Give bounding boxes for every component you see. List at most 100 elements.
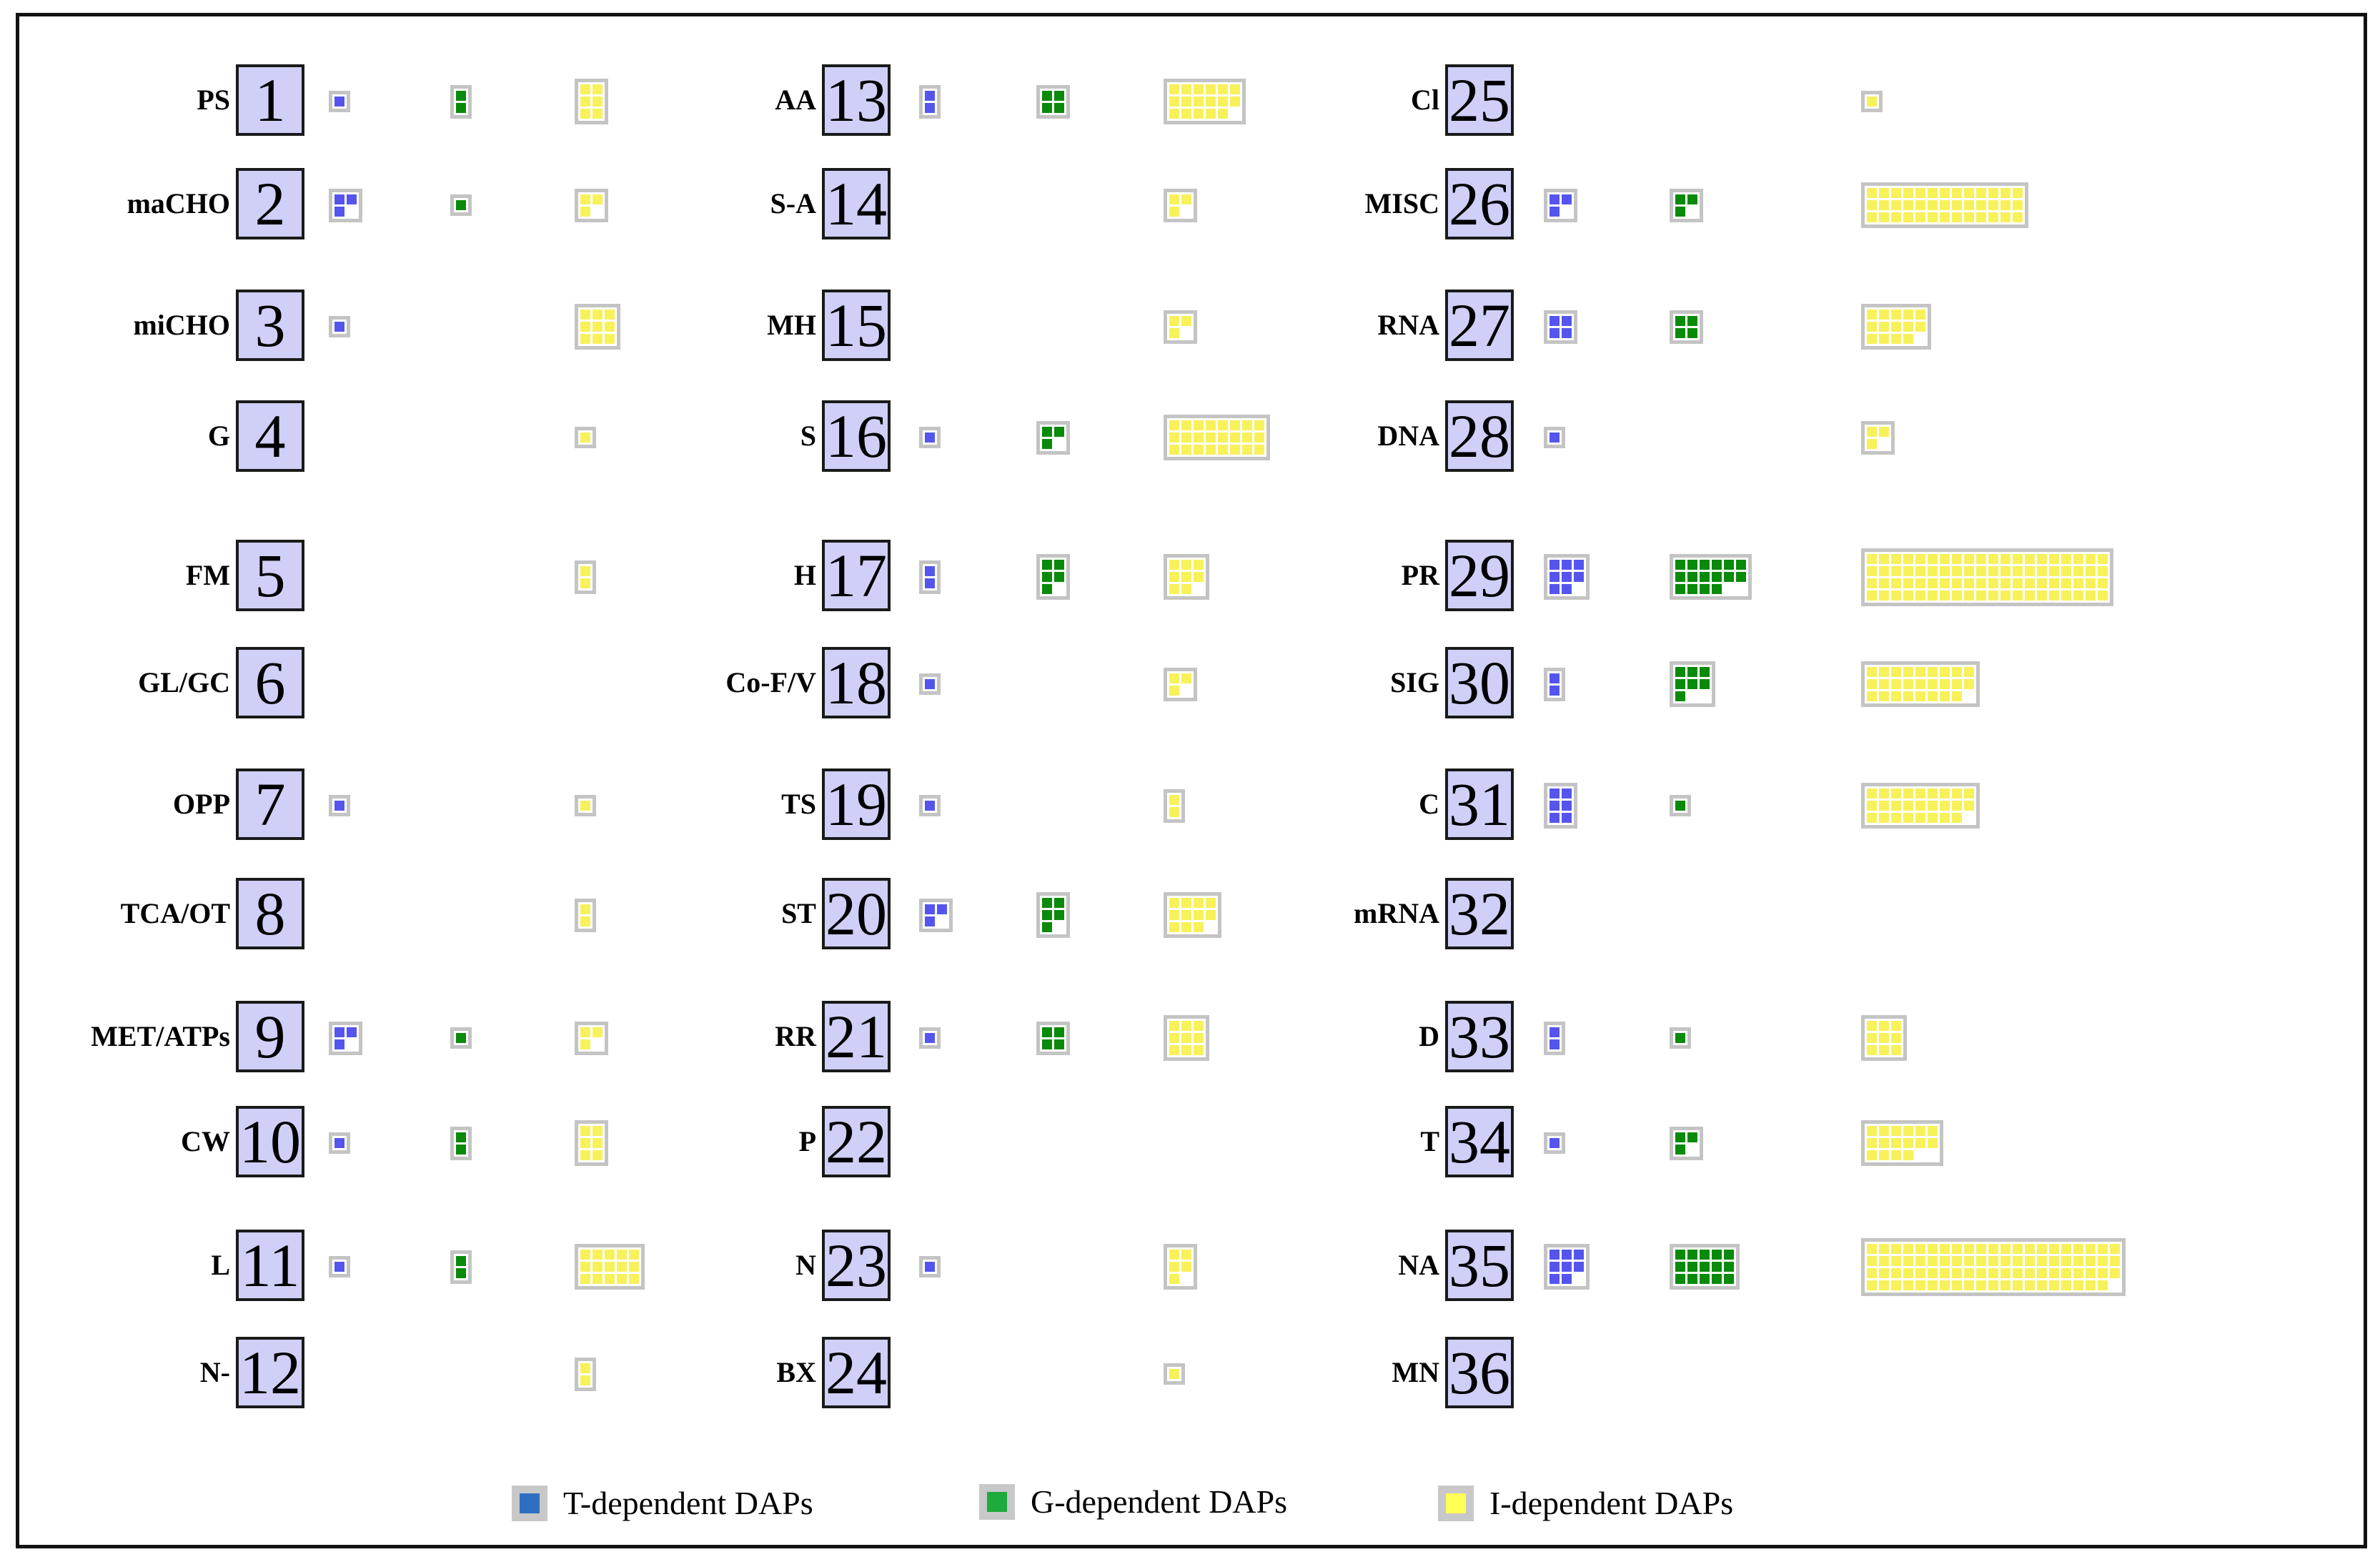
waffle-cell bbox=[2049, 1280, 2059, 1290]
waffle-i-dependent bbox=[575, 1358, 596, 1391]
waffle-cell bbox=[2061, 554, 2071, 564]
waffle-cell bbox=[1675, 691, 1685, 701]
waffle-t-dependent bbox=[329, 91, 350, 112]
waffle-cell bbox=[1891, 1150, 1901, 1160]
waffle-cell bbox=[1206, 922, 1216, 932]
waffle-cell bbox=[2073, 1280, 2083, 1290]
waffle-cell bbox=[2061, 566, 2071, 576]
waffle-cell bbox=[1952, 1280, 1962, 1290]
waffle-cell bbox=[1700, 691, 1710, 701]
waffle-cell bbox=[1054, 427, 1064, 437]
waffle-g-dependent bbox=[1036, 421, 1070, 455]
waffle-cell bbox=[1928, 1138, 1938, 1148]
waffle-cell bbox=[2073, 590, 2083, 600]
waffle-cell bbox=[1976, 188, 1986, 198]
waffle-g-dependent bbox=[1670, 310, 1703, 344]
waffle-cell bbox=[1054, 910, 1064, 920]
waffle-i-dependent bbox=[1164, 668, 1197, 701]
waffle-cell bbox=[1952, 679, 1962, 689]
category-label: RNA bbox=[1377, 309, 1439, 341]
category-label: GL/GC bbox=[138, 666, 230, 698]
waffle-cell bbox=[1169, 97, 1179, 107]
legend-item-g: G-dependent DAPs bbox=[979, 1483, 1287, 1521]
waffle-cell bbox=[1687, 1274, 1697, 1284]
waffle-cell bbox=[334, 1262, 344, 1272]
waffle-cell bbox=[2000, 1268, 2010, 1278]
waffle-cell bbox=[1903, 590, 1913, 600]
waffle-cell bbox=[925, 916, 935, 926]
waffle-cell bbox=[1206, 910, 1216, 920]
waffle-cell bbox=[580, 1126, 590, 1136]
waffle-cell bbox=[1550, 789, 1560, 799]
category-label: miCHO bbox=[133, 309, 230, 341]
waffle-cell bbox=[1550, 207, 1560, 217]
waffle-cell bbox=[1891, 1033, 1901, 1043]
waffle-cell bbox=[1181, 445, 1191, 455]
waffle-cell bbox=[347, 1039, 357, 1049]
waffle-cell bbox=[2000, 578, 2010, 588]
waffle-cell bbox=[592, 1039, 603, 1049]
waffle-cell bbox=[1928, 1150, 1938, 1160]
waffle-cell bbox=[1964, 566, 1974, 576]
waffle-cell bbox=[2061, 1280, 2071, 1290]
waffle-cell bbox=[1181, 922, 1191, 932]
waffle-cell bbox=[1194, 420, 1204, 430]
waffle-cell bbox=[1976, 200, 1986, 210]
waffle-cell bbox=[1879, 679, 1889, 689]
category-label: BX bbox=[776, 1356, 816, 1388]
waffle-cell bbox=[1903, 667, 1913, 677]
waffle-cell bbox=[1903, 1138, 1913, 1148]
waffle-cell bbox=[1712, 1262, 1722, 1272]
legend-swatch-i bbox=[1438, 1485, 1474, 1521]
waffle-t-dependent bbox=[1544, 1132, 1565, 1154]
figure-frame bbox=[16, 13, 2367, 1548]
waffle-cell bbox=[2013, 590, 2023, 600]
waffle-i-dependent bbox=[575, 795, 596, 816]
waffle-cell bbox=[1903, 789, 1913, 799]
waffle-i-dependent bbox=[1861, 421, 1895, 455]
waffle-cell bbox=[1903, 200, 1913, 210]
waffle-cell bbox=[605, 1250, 615, 1260]
waffle-cell bbox=[1988, 1256, 1998, 1266]
waffle-cell bbox=[334, 322, 344, 332]
waffle-cell bbox=[1867, 789, 1877, 799]
waffle-cell bbox=[580, 1250, 590, 1260]
waffle-cell bbox=[580, 1375, 590, 1385]
waffle-cell bbox=[1054, 922, 1064, 932]
waffle-cell bbox=[1940, 801, 1950, 811]
waffle-cell bbox=[1952, 188, 1962, 198]
waffle-cell bbox=[1042, 910, 1052, 920]
waffle-cell bbox=[1891, 1280, 1901, 1290]
waffle-cell bbox=[1700, 1250, 1710, 1260]
waffle-cell bbox=[1940, 188, 1950, 198]
category-number: 11 bbox=[236, 1230, 304, 1301]
waffle-cell bbox=[1867, 1244, 1877, 1254]
waffle-cell bbox=[1879, 1138, 1889, 1148]
waffle-cell bbox=[1928, 691, 1938, 701]
waffle-cell bbox=[1562, 316, 1572, 326]
waffle-cell bbox=[1903, 334, 1913, 344]
waffle-cell bbox=[580, 1138, 590, 1148]
waffle-cell bbox=[2086, 1244, 2096, 1254]
category-label: MISC bbox=[1364, 187, 1439, 219]
category-number: 34 bbox=[1445, 1106, 1514, 1177]
legend-label-i: I-dependent DAPs bbox=[1489, 1485, 1734, 1521]
waffle-cell bbox=[1903, 566, 1913, 576]
waffle-cell bbox=[605, 1274, 615, 1284]
waffle-cell bbox=[1562, 789, 1572, 799]
waffle-cell bbox=[1879, 590, 1889, 600]
waffle-cell bbox=[1675, 194, 1685, 204]
waffle-cell bbox=[605, 310, 615, 320]
waffle-cell bbox=[2000, 566, 2010, 576]
waffle-cell bbox=[617, 1274, 627, 1284]
waffle-cell bbox=[1169, 922, 1179, 932]
waffle-i-dependent bbox=[575, 1120, 608, 1166]
waffle-cell bbox=[2037, 1256, 2047, 1266]
category-label: Cl bbox=[1411, 84, 1439, 116]
waffle-cell bbox=[1181, 560, 1191, 570]
waffle-cell bbox=[2037, 1280, 2047, 1290]
waffle-cell bbox=[1903, 1244, 1913, 1254]
waffle-g-dependent bbox=[450, 1250, 472, 1284]
waffle-cell bbox=[1988, 212, 1998, 222]
waffle-cell bbox=[580, 194, 590, 204]
